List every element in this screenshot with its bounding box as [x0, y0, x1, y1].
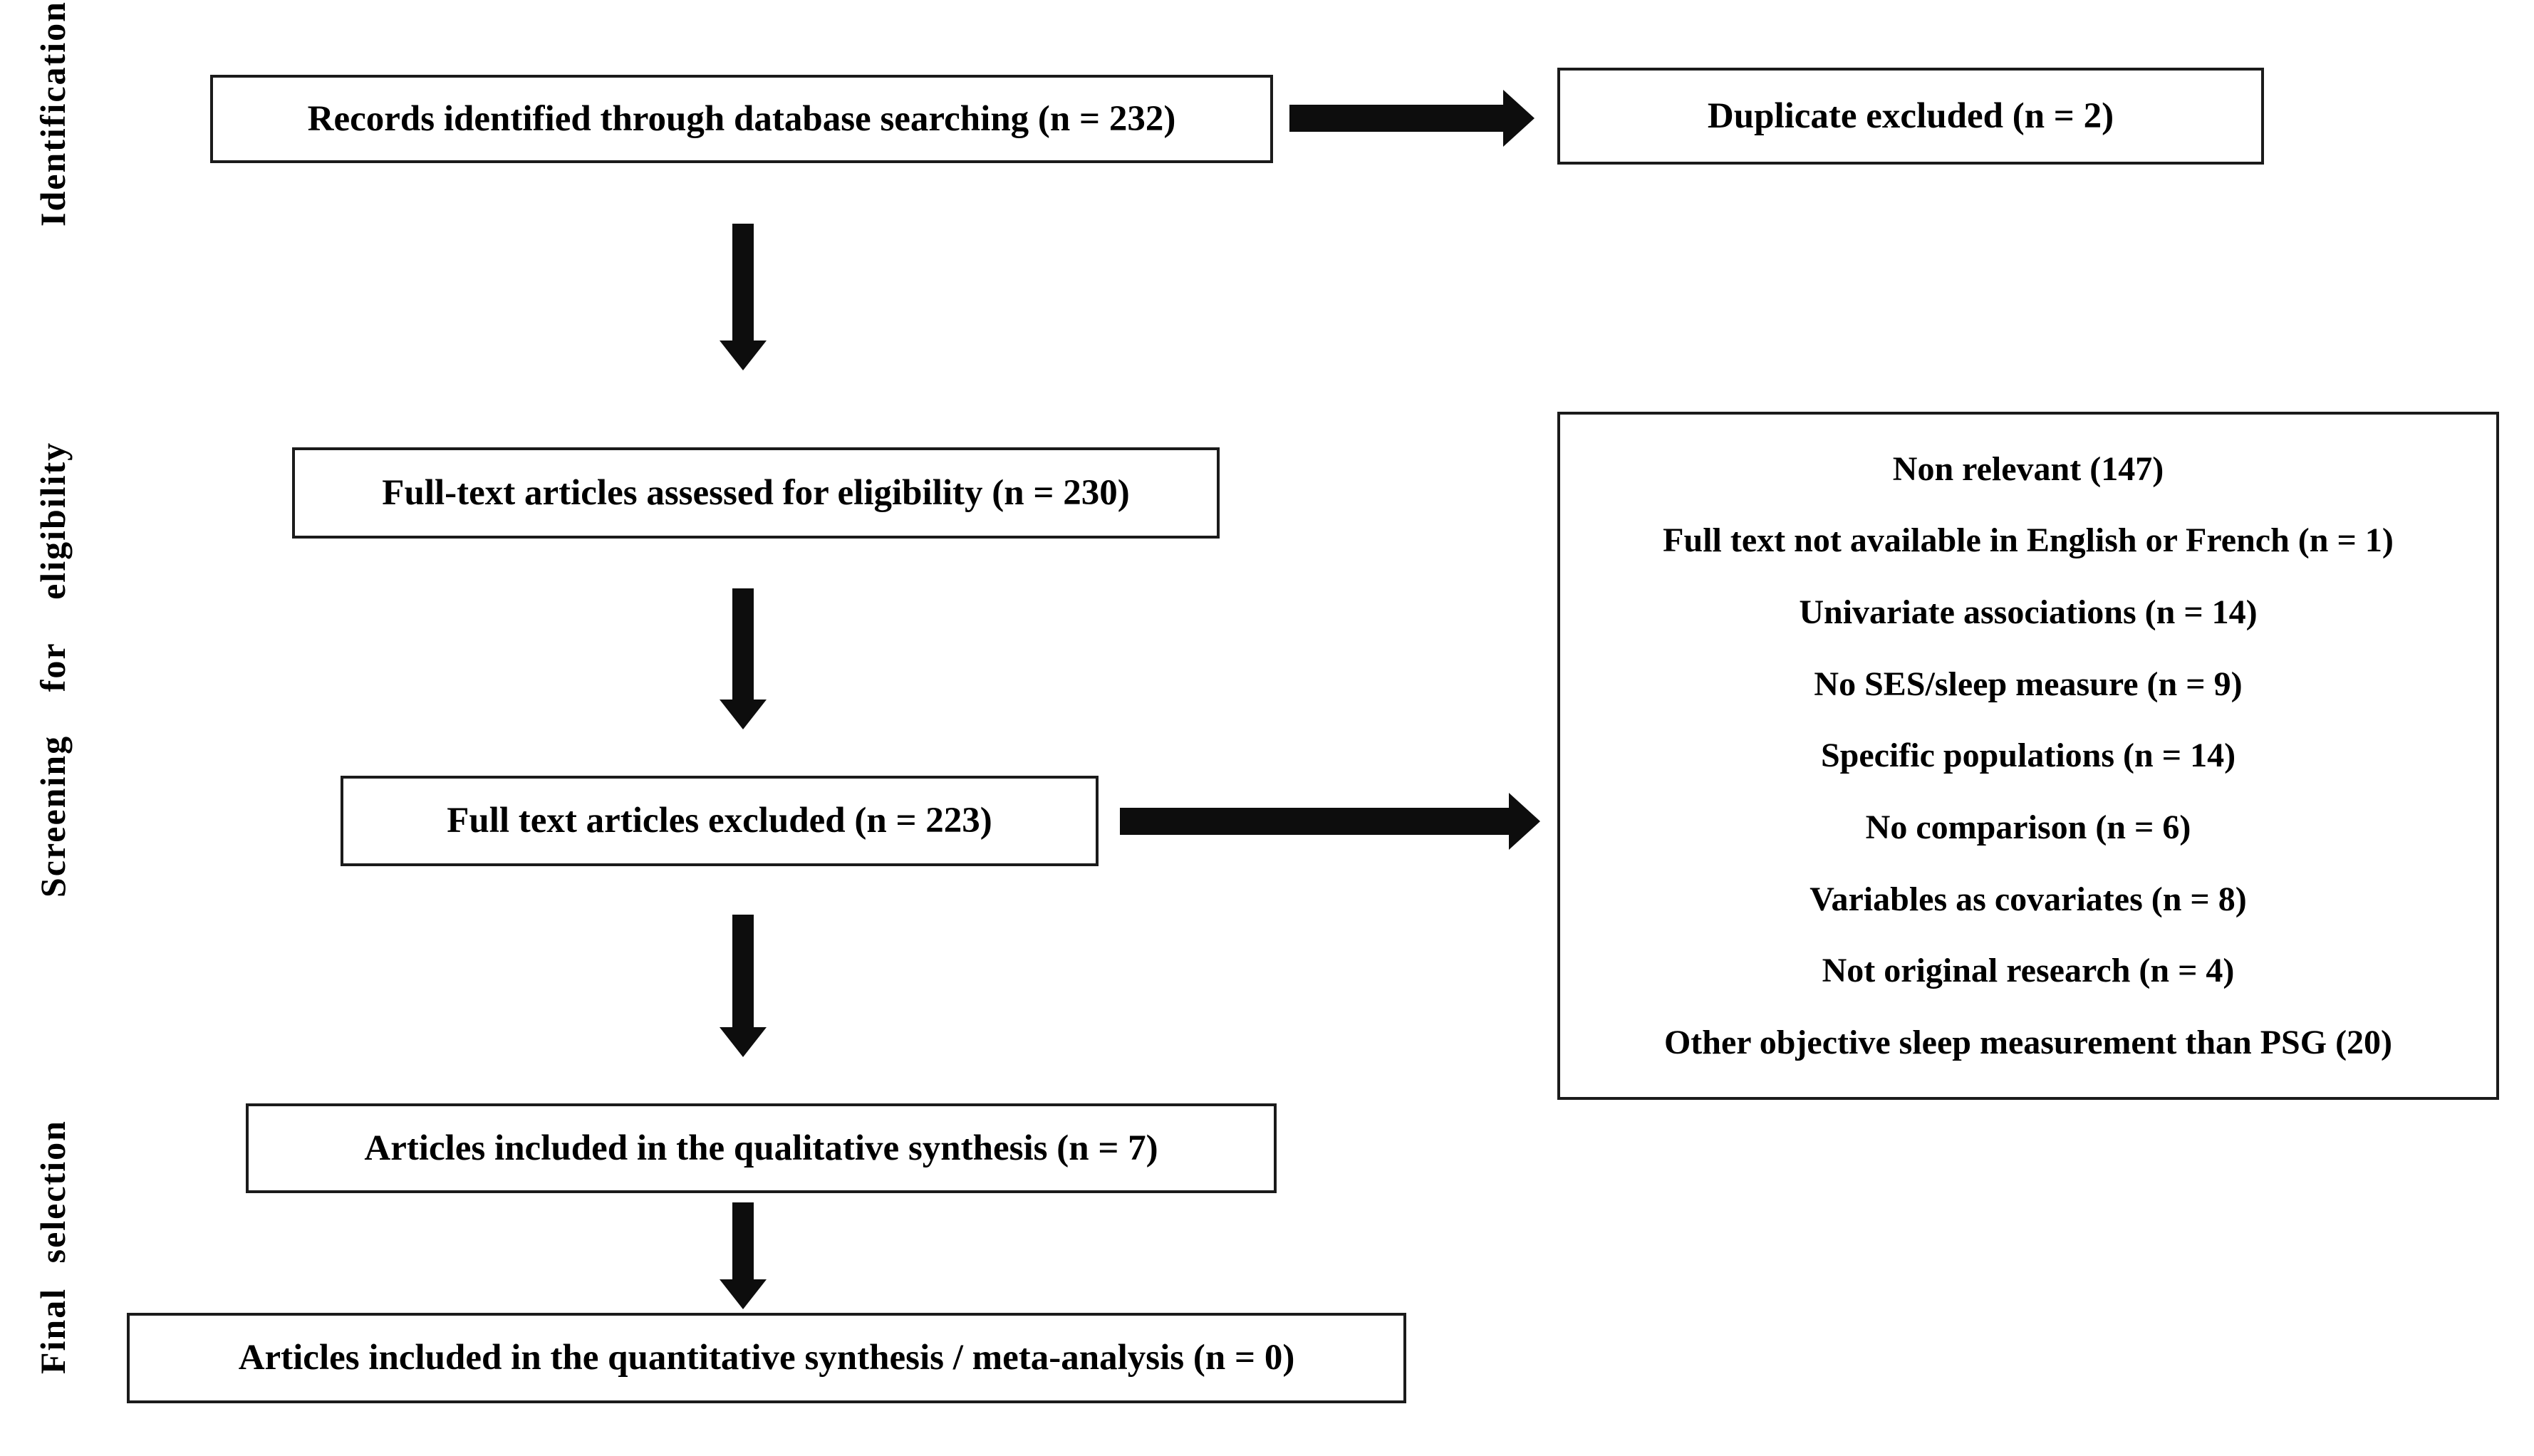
arrow-head-down-icon — [720, 1279, 767, 1309]
exclusion-reason: No comparison (n = 6) — [1865, 808, 2191, 847]
arrow-down-qualitative-to-quantitative — [720, 1202, 767, 1309]
arrow-head-right-icon — [1509, 793, 1540, 850]
box-quantitative-included: Articles included in the quantitative sy… — [127, 1313, 1406, 1403]
arrow-down-records-to-assessed — [720, 224, 767, 370]
arrow-head-right-icon — [1503, 90, 1535, 147]
stage-label-identification: Identification — [33, 1, 73, 227]
box-records-identified: Records identified through database sear… — [210, 75, 1273, 163]
box-exclusion-reasons: Non relevant (147) Full text not availab… — [1557, 412, 2499, 1100]
arrow-shaft — [732, 1202, 754, 1279]
box-fulltext-assessed: Full-text articles assessed for eligibil… — [292, 447, 1220, 539]
exclusion-reason: Univariate associations (n = 14) — [1799, 593, 2258, 632]
arrow-head-down-icon — [720, 1027, 767, 1057]
arrow-down-excluded-to-qualitative — [720, 915, 767, 1057]
exclusion-reason: Not original research (n = 4) — [1822, 952, 2235, 990]
box-qualitative-included: Articles included in the qualitative syn… — [246, 1103, 1277, 1193]
arrow-right-records-to-duplicates — [1289, 90, 1535, 147]
box-fulltext-excluded: Full text articles excluded (n = 223) — [341, 776, 1099, 866]
arrow-shaft — [732, 915, 754, 1027]
arrow-right-excluded-to-reasons — [1120, 793, 1540, 850]
arrow-shaft — [732, 224, 754, 340]
arrow-head-down-icon — [720, 340, 767, 370]
exclusion-reason: Variables as covariates (n = 8) — [1809, 880, 2247, 918]
exclusion-reason: Non relevant (147) — [1892, 449, 2164, 488]
stage-label-screening: Screening for eligibility — [33, 441, 73, 898]
arrow-down-assessed-to-excluded — [720, 588, 767, 729]
arrow-shaft — [1120, 808, 1509, 835]
arrow-head-down-icon — [720, 700, 767, 729]
arrow-shaft — [732, 588, 754, 700]
exclusion-reason: Other objective sleep measurement than P… — [1663, 1023, 2393, 1061]
exclusion-reason: Specific populations (n = 14) — [1820, 737, 2236, 775]
stage-label-final-selection: Final selection — [33, 1120, 73, 1375]
exclusion-reason: No SES/sleep measure (n = 9) — [1814, 665, 2243, 703]
arrow-shaft — [1289, 105, 1503, 132]
box-duplicates-excluded: Duplicate excluded (n = 2) — [1557, 68, 2264, 165]
exclusion-reason: Full text not available in English or Fr… — [1663, 521, 2394, 560]
